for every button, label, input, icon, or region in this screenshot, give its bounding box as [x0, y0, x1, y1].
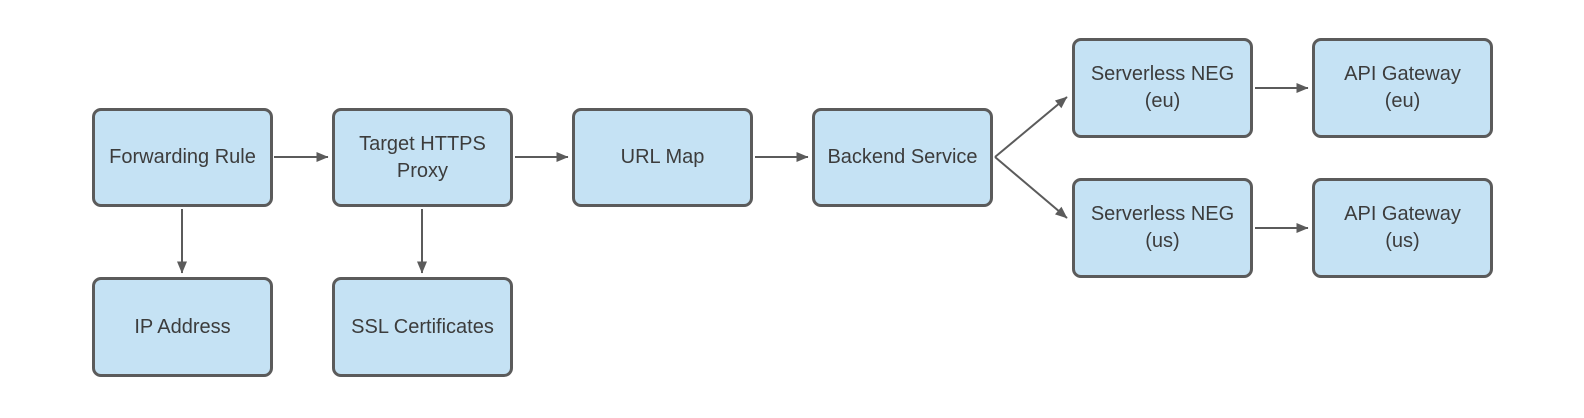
node-api-gateway-us-label: API Gateway (us): [1344, 203, 1461, 252]
node-api-gateway-us: API Gateway (us): [1312, 178, 1493, 278]
node-ip-address: IP Address: [92, 277, 273, 377]
node-api-gateway-eu: API Gateway (eu): [1312, 38, 1493, 138]
node-target-https-proxy: Target HTTPS Proxy: [332, 108, 513, 207]
node-ssl-certificates: SSL Certificates: [332, 277, 513, 377]
edge-backend-service-to-serverless-neg-eu: [994, 96, 1068, 158]
node-url-map: URL Map: [572, 108, 753, 207]
node-ip-address-label: IP Address: [134, 315, 231, 338]
node-serverless-neg-eu: Serverless NEG (eu): [1072, 38, 1253, 138]
node-backend-service-label: Backend Service: [827, 146, 978, 168]
node-serverless-neg-eu-label: Serverless NEG (eu): [1090, 63, 1235, 112]
node-forwarding-rule: Forwarding Rule: [92, 108, 273, 207]
node-serverless-neg-us: Serverless NEG (us): [1072, 178, 1253, 278]
node-url-map-label: URL Map: [620, 146, 705, 168]
node-forwarding-rule-label: Forwarding Rule: [109, 146, 256, 168]
node-serverless-neg-us-label: Serverless NEG (us): [1090, 203, 1235, 252]
edge-backend-service-to-serverless-neg-us: [994, 156, 1068, 219]
node-backend-service: Backend Service: [812, 108, 993, 207]
node-ssl-certificates-label: SSL Certificates: [351, 315, 494, 338]
node-api-gateway-eu-label: API Gateway (eu): [1344, 63, 1461, 112]
node-target-https-proxy-label: Target HTTPS Proxy: [359, 132, 486, 182]
